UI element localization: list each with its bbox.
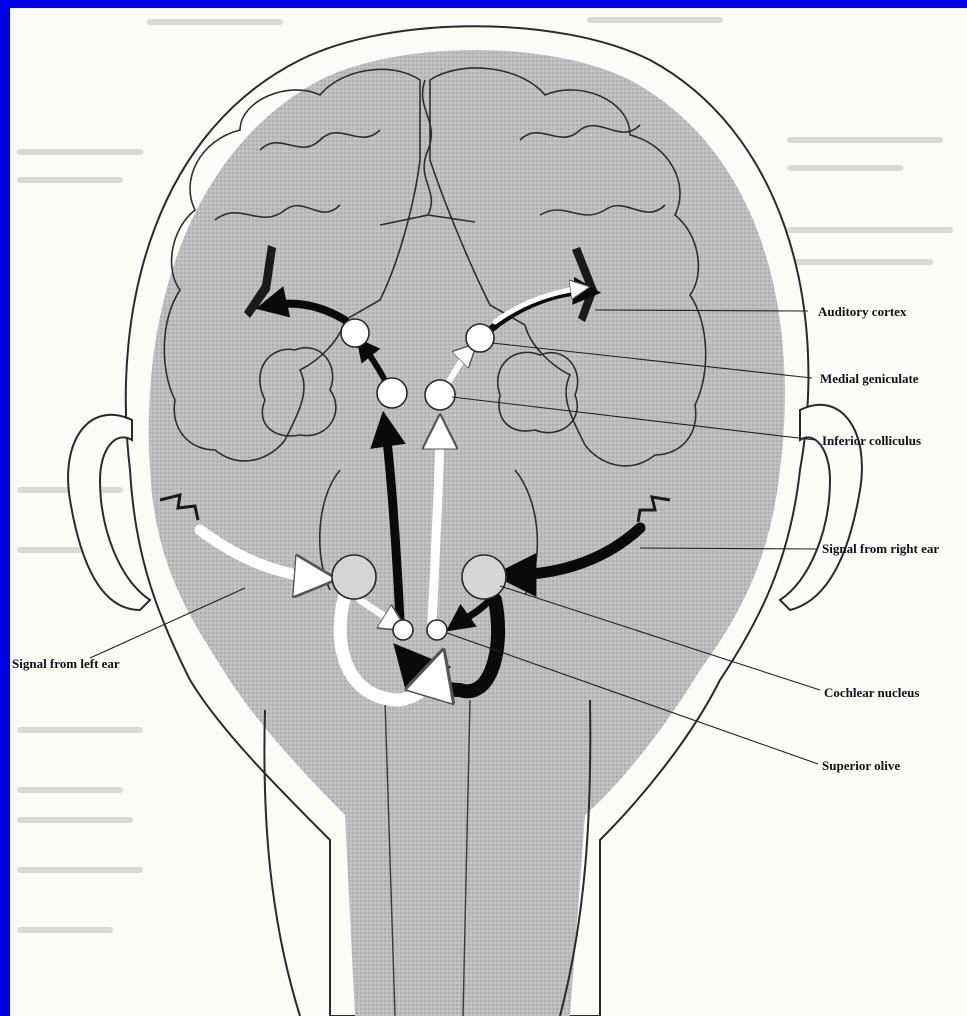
label-medial-geniculate: Medial geniculate <box>820 371 919 386</box>
inferior-colliculus-right <box>425 380 455 410</box>
diagram-frame: Auditory cortex Medial geniculate Inferi… <box>10 8 967 1016</box>
superior-olive-left <box>393 620 413 640</box>
label-superior-olive: Superior olive <box>822 758 900 773</box>
cochlear-nucleus-right <box>462 555 506 599</box>
head-illustration <box>68 26 862 1016</box>
superior-olive-right <box>427 620 447 640</box>
label-signal-left-ear: Signal from left ear <box>12 656 120 671</box>
auditory-pathway-diagram: Auditory cortex Medial geniculate Inferi… <box>10 8 967 1016</box>
label-auditory-cortex: Auditory cortex <box>818 304 907 319</box>
label-cochlear-nucleus: Cochlear nucleus <box>824 685 919 700</box>
inferior-colliculus-left <box>377 378 407 408</box>
label-inferior-colliculus: Inferior colliculus <box>822 433 921 448</box>
label-signal-right-ear: Signal from right ear <box>822 541 939 556</box>
cochlear-nucleus-left <box>332 555 376 599</box>
medial-geniculate-right <box>466 324 494 352</box>
medial-geniculate-left <box>341 319 369 347</box>
